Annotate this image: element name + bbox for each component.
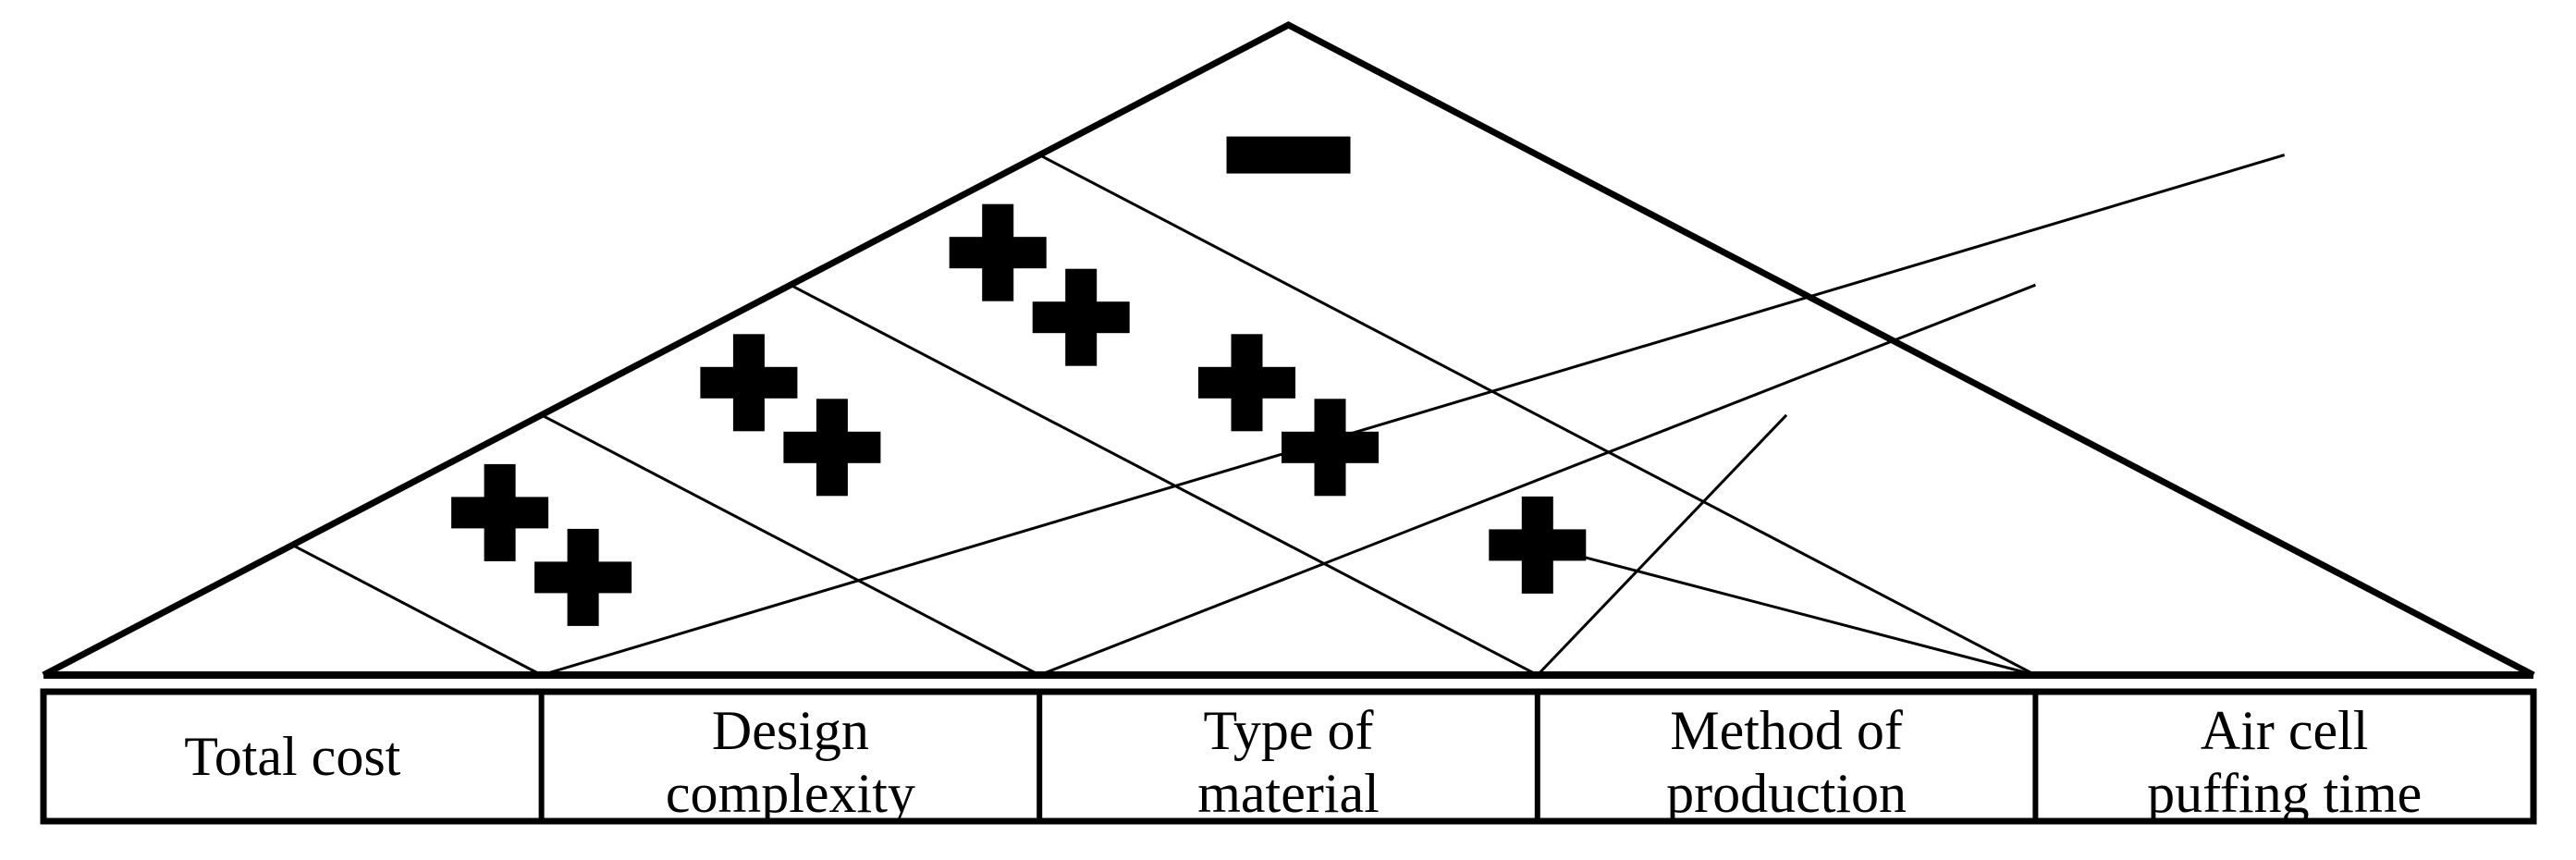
criterion-cell-4: Method of production (1666, 700, 1907, 824)
correlation-strong-positive-2-4 (1198, 334, 1379, 497)
table-border (40, 688, 2537, 825)
criterion-cell-2: Design complexity (666, 700, 915, 824)
criterion-label-5-line-2: puffing time (2147, 763, 2422, 824)
criterion-cell-5: Air cell puffing time (2147, 700, 2422, 824)
criteria-table-frame (40, 688, 2537, 825)
criterion-label-2-line-2: complexity (666, 763, 915, 824)
plus-mark-icon (1198, 334, 1295, 432)
criterion-label-4-line-1: Method of (1670, 700, 1903, 761)
plus-mark-icon (451, 463, 549, 561)
correlation-strong-positive-1-2 (451, 463, 632, 626)
criterion-cell-3: Type of material (1197, 700, 1380, 824)
grid-line-rising-2 (1038, 283, 2036, 677)
criterion-label-4-line-2: production (1666, 763, 1907, 824)
criterion-cell-1: Total cost (184, 726, 400, 787)
grid-line-rising-4 (1537, 543, 2036, 677)
roof-outline (42, 21, 2535, 679)
correlation-negative-1-5 (1226, 136, 1351, 174)
criterion-label-1-line-1: Total cost (184, 726, 400, 787)
roof-grid (42, 21, 2535, 679)
plus-mark-icon (534, 528, 632, 626)
plus-mark-icon (949, 203, 1047, 301)
criterion-label-3-line-2: material (1197, 763, 1380, 824)
grid-line-falling-2 (540, 413, 1040, 677)
criterion-label-3-line-1: Type of (1203, 700, 1373, 761)
grid-line-falling-3 (790, 283, 1539, 677)
criterion-label-5-line-1: Air cell (2201, 700, 2369, 761)
plus-mark-icon (1032, 268, 1130, 366)
correlation-positive-3-4 (1489, 496, 1587, 594)
plus-mark-icon (1282, 399, 1379, 497)
correlation-strong-positive-1-3 (700, 334, 881, 497)
plus-mark-icon (700, 334, 798, 432)
grid-line-falling-1 (291, 544, 543, 677)
criterion-label-2-line-1: Design (712, 700, 869, 761)
grid-line-falling-4 (1038, 154, 2037, 677)
correlation-symbols (451, 136, 1587, 626)
plus-mark-icon (783, 399, 881, 497)
criteria-table: Total cost Design complexity Type of mat… (40, 688, 2537, 825)
grid-line-rising-1 (541, 154, 2286, 677)
grid-line-rising-3 (1536, 413, 1788, 677)
correlation-strong-positive-1-4 (949, 203, 1130, 366)
